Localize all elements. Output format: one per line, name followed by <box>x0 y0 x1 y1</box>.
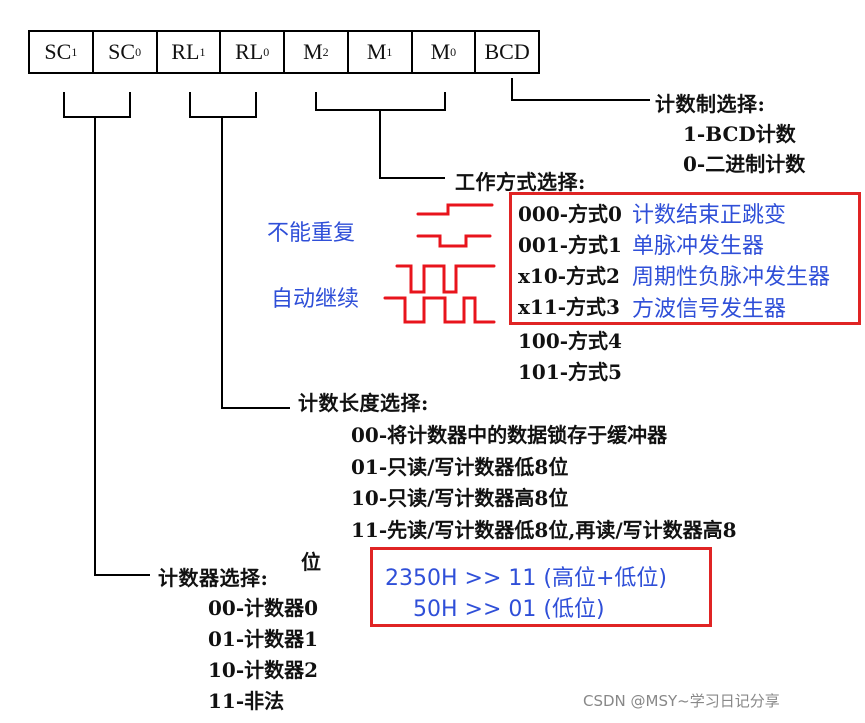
mode-note: 方波信号发生器 <box>632 297 787 322</box>
watermark: CSDN @MSY~学习日记分享 <box>583 692 780 710</box>
sc-bracket <box>63 92 131 118</box>
example-box <box>370 547 712 627</box>
mode3-wave <box>383 296 496 324</box>
mode2-wave <box>395 264 496 294</box>
mode-highlight-box <box>509 192 861 325</box>
mode-note: 计数结束正跳变 <box>632 203 787 228</box>
m-leader <box>379 110 445 179</box>
mode-note: 周期性负脉冲发生器 <box>632 265 831 290</box>
mode-option: x10-方式2 <box>518 264 620 288</box>
length-option: 11-先读/写计数器低8位,再读/写计数器高8 <box>351 518 737 542</box>
mode-option: 101-方式5 <box>518 360 622 384</box>
mode-option: 000-方式0 <box>518 202 622 226</box>
bcd-group-title: 计数制选择: <box>655 92 766 116</box>
bcd-option: 1-BCD计数 <box>683 122 796 146</box>
mode-option: 001-方式1 <box>518 233 622 257</box>
length-option: 10-只读/写计数器高8位 <box>351 486 569 510</box>
example-line: 50H >> 01 (低位) <box>413 597 605 622</box>
counter-group-title: 计数器选择: <box>158 566 269 590</box>
bcd-leader <box>511 78 650 101</box>
sc-leader <box>94 117 150 576</box>
counter-option: 00-计数器0 <box>208 596 319 620</box>
length-group-title: 计数长度选择: <box>298 391 429 415</box>
example-line: 2350H >> 11 (高位+低位) <box>385 566 667 591</box>
counter-option: 10-计数器2 <box>208 658 319 682</box>
length-option: 00-将计数器中的数据锁存于缓冲器 <box>351 423 668 447</box>
mode1-wave <box>416 234 492 248</box>
length-option: 01-只读/写计数器低8位 <box>351 455 569 479</box>
counter-option: 11-非法 <box>208 689 285 713</box>
mode-option: 100-方式4 <box>518 329 622 353</box>
bcd-option: 0-二进制计数 <box>683 152 806 176</box>
length-option-wrap: 位 <box>301 550 321 574</box>
rl-bracket <box>189 92 257 118</box>
side-label-auto-continue: 自动继续 <box>271 287 360 312</box>
m-bracket <box>315 92 446 111</box>
mode0-wave <box>416 203 494 216</box>
rl-leader <box>221 117 290 409</box>
side-label-no-repeat: 不能重复 <box>267 221 356 246</box>
mode-group-title: 工作方式选择: <box>455 170 586 194</box>
bit-bcd: BCD <box>484 39 530 64</box>
counter-option: 01-计数器1 <box>208 627 319 651</box>
mode-note: 单脉冲发生器 <box>632 234 765 259</box>
mode-option: x11-方式3 <box>518 295 620 319</box>
